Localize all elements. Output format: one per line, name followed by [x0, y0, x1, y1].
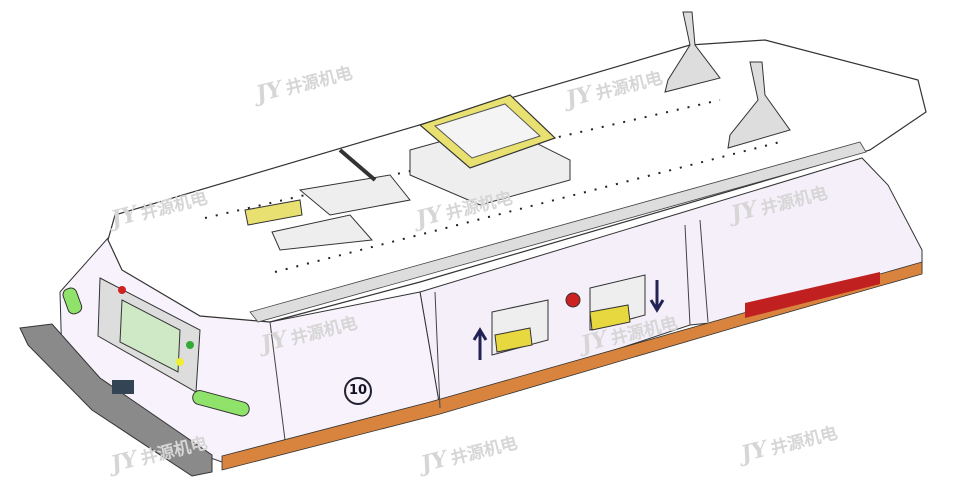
panel-seams	[269, 219, 709, 441]
arrow-down-icon	[649, 280, 665, 313]
yellow-handle-right[interactable]	[589, 304, 631, 331]
deck-rail	[249, 141, 867, 323]
front-light-right	[192, 390, 250, 417]
yellow-frame-inner	[433, 103, 541, 159]
front-bumper	[19, 323, 213, 477]
clamp-mechanism	[244, 148, 411, 251]
front-light-left	[62, 287, 83, 315]
green-button[interactable]	[186, 341, 194, 349]
red-stripe	[745, 272, 880, 318]
hook-brackets	[664, 11, 791, 149]
arrow-up-icon	[472, 327, 488, 360]
sensor	[112, 380, 134, 394]
yellow-handle-left[interactable]	[494, 327, 533, 353]
yellow-button[interactable]	[176, 358, 184, 366]
screen[interactable]	[119, 299, 181, 373]
red-button[interactable]	[118, 286, 126, 294]
emergency-stop-button[interactable]	[565, 292, 581, 308]
vehicle-number-badge: 10	[344, 377, 372, 405]
